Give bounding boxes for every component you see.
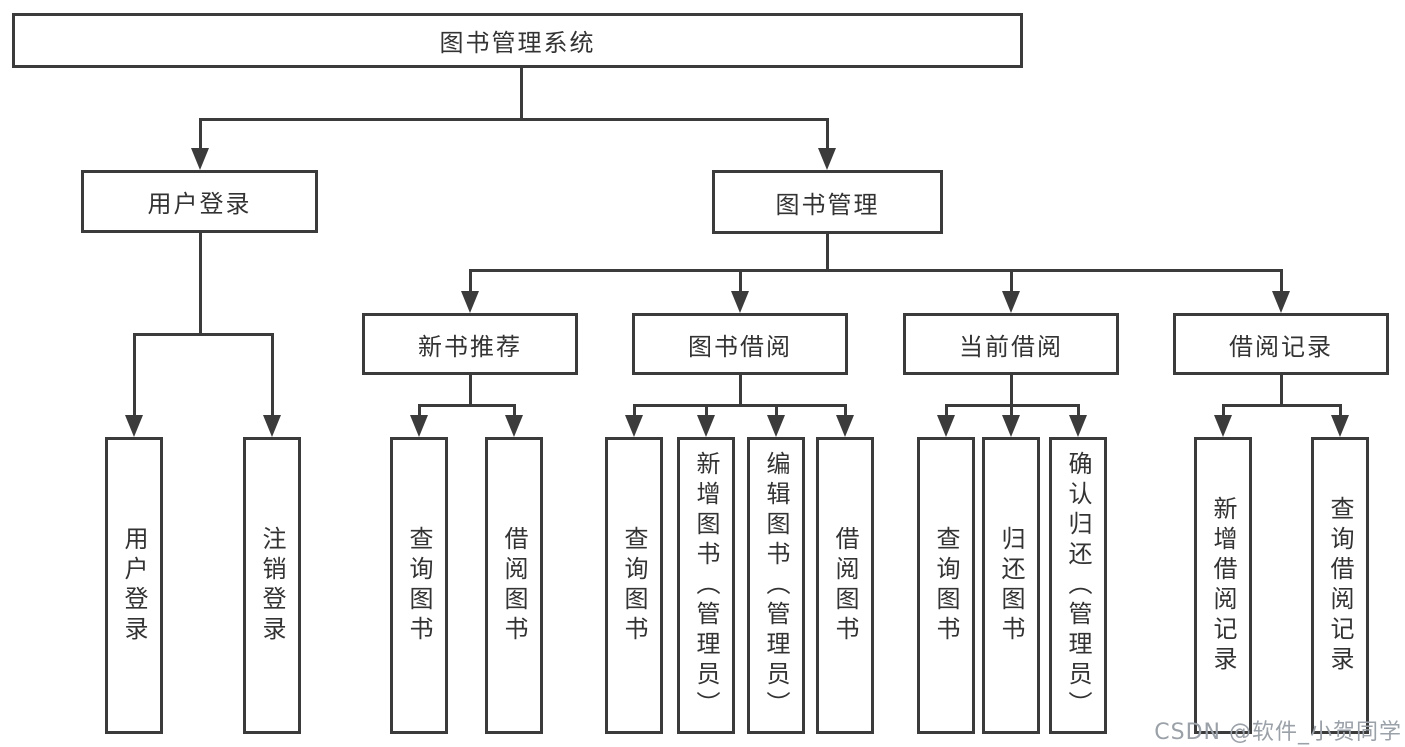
node-label: 查询图书 xyxy=(620,525,648,646)
connector-borrow-records-rail xyxy=(1222,404,1341,407)
connector-drop-leaf xyxy=(775,404,778,419)
node-label: 新书推荐 xyxy=(418,332,522,361)
node-label: 查询图书 xyxy=(932,525,960,646)
node-label: 查询图书 xyxy=(405,525,433,646)
node-label: 借阅图书 xyxy=(500,525,528,646)
connector-drop-leaf xyxy=(513,404,516,419)
leaf-bb-borrow-books: 借阅图书 xyxy=(816,437,874,734)
node-label: 编辑图书（管理员） xyxy=(762,450,790,721)
node-label: 归还图书 xyxy=(997,525,1025,646)
arrow-down-icon xyxy=(410,415,428,437)
connector-drop-leaf xyxy=(945,404,948,419)
node-label: 查询借阅记录 xyxy=(1326,495,1354,676)
arrow-down-icon xyxy=(1214,415,1232,437)
connector-drop-leaf xyxy=(1010,404,1013,419)
connector-drop-leaf xyxy=(633,404,636,419)
connector-drop-leaf xyxy=(844,404,847,419)
connector-book-borrow-stem xyxy=(739,374,742,407)
node-current-borrow: 当前借阅 xyxy=(903,313,1119,375)
node-label: 用户登录 xyxy=(147,190,252,218)
connector-drop-leaf xyxy=(1339,404,1342,419)
connector-new-book-rec-stem xyxy=(469,374,472,407)
leaf-rec-query-books: 查询图书 xyxy=(390,437,448,734)
connector-drop-leaf xyxy=(418,404,421,419)
connector-new-book-rec-rail xyxy=(418,404,516,407)
arrow-down-icon xyxy=(937,415,955,437)
connector-drop-book-mgmt xyxy=(826,118,829,150)
node-label: 新增图书（管理员） xyxy=(692,450,720,721)
node-label: 新增借阅记录 xyxy=(1209,495,1237,676)
node-book-borrow: 图书借阅 xyxy=(632,313,848,375)
leaf-bb-edit-books: 编辑图书（管理员） xyxy=(747,437,805,734)
leaf-bb-add-books: 新增图书（管理员） xyxy=(677,437,735,734)
connector-drop-leaf-user-login xyxy=(133,333,136,417)
leaf-bb-query-books: 查询图书 xyxy=(605,437,663,734)
connector-level2-rail xyxy=(199,118,829,121)
connector-drop-user-login xyxy=(199,118,202,150)
arrow-down-icon xyxy=(767,415,785,437)
arrow-down-icon xyxy=(1069,415,1087,437)
arrow-down-icon xyxy=(697,415,715,437)
connector-book-mgmt-stem xyxy=(826,232,829,272)
arrow-down-icon xyxy=(731,291,749,313)
connector-drop-current-borrow xyxy=(1010,269,1013,293)
node-label: 当前借阅 xyxy=(959,332,1063,361)
connector-root-stem xyxy=(520,66,523,120)
node-label: 图书管理系统 xyxy=(439,29,596,57)
node-label: 图书管理 xyxy=(775,190,880,219)
arrow-down-icon xyxy=(818,148,836,170)
leaf-logout: 注销登录 xyxy=(243,437,301,734)
arrow-down-icon xyxy=(1272,291,1290,313)
leaf-br-add-record: 新增借阅记录 xyxy=(1194,437,1252,734)
connector-current-borrow-stem xyxy=(1010,374,1013,407)
connector-level3-rail xyxy=(469,269,1283,272)
leaf-cb-return-books: 归还图书 xyxy=(982,437,1040,734)
arrow-down-icon xyxy=(191,148,209,170)
leaf-br-query-record: 查询借阅记录 xyxy=(1311,437,1369,734)
node-user-login: 用户登录 xyxy=(81,170,318,233)
node-label: 确认归还（管理员） xyxy=(1064,450,1092,721)
arrow-down-icon xyxy=(1002,415,1020,437)
node-label: 借阅记录 xyxy=(1229,332,1333,361)
node-root: 图书管理系统 xyxy=(12,13,1023,68)
node-label: 借阅图书 xyxy=(831,525,859,646)
arrow-down-icon xyxy=(461,291,479,313)
leaf-cb-confirm-return: 确认归还（管理员） xyxy=(1049,437,1107,734)
connector-drop-leaf xyxy=(1077,404,1080,419)
node-label: 图书借阅 xyxy=(688,332,792,361)
connector-drop-leaf-logout xyxy=(271,333,274,417)
node-label: 注销登录 xyxy=(258,525,286,646)
connector-user-login-stem xyxy=(199,231,202,336)
connector-user-login-rail xyxy=(133,333,274,336)
arrow-down-icon xyxy=(625,415,643,437)
node-label: 用户登录 xyxy=(120,525,148,646)
node-borrow-records: 借阅记录 xyxy=(1173,313,1389,375)
connector-drop-leaf xyxy=(1222,404,1225,419)
arrow-down-icon xyxy=(125,415,143,437)
leaf-cb-query-books: 查询图书 xyxy=(917,437,975,734)
arrow-down-icon xyxy=(1331,415,1349,437)
connector-drop-new-book-rec xyxy=(469,269,472,293)
leaf-user-login: 用户登录 xyxy=(105,437,163,734)
connector-borrow-records-stem xyxy=(1280,374,1283,407)
arrow-down-icon xyxy=(836,415,854,437)
node-new-book-rec: 新书推荐 xyxy=(362,313,578,375)
connector-drop-book-borrow xyxy=(739,269,742,293)
arrow-down-icon xyxy=(505,415,523,437)
connector-drop-borrow-records xyxy=(1280,269,1283,293)
watermark-text: CSDN @软件_小贺同学 xyxy=(1154,720,1402,745)
node-book-mgmt: 图书管理 xyxy=(712,170,943,234)
arrow-down-icon xyxy=(263,415,281,437)
connector-book-borrow-rail xyxy=(633,404,846,407)
arrow-down-icon xyxy=(1002,291,1020,313)
leaf-rec-borrow-books: 借阅图书 xyxy=(485,437,543,734)
connector-drop-leaf xyxy=(705,404,708,419)
